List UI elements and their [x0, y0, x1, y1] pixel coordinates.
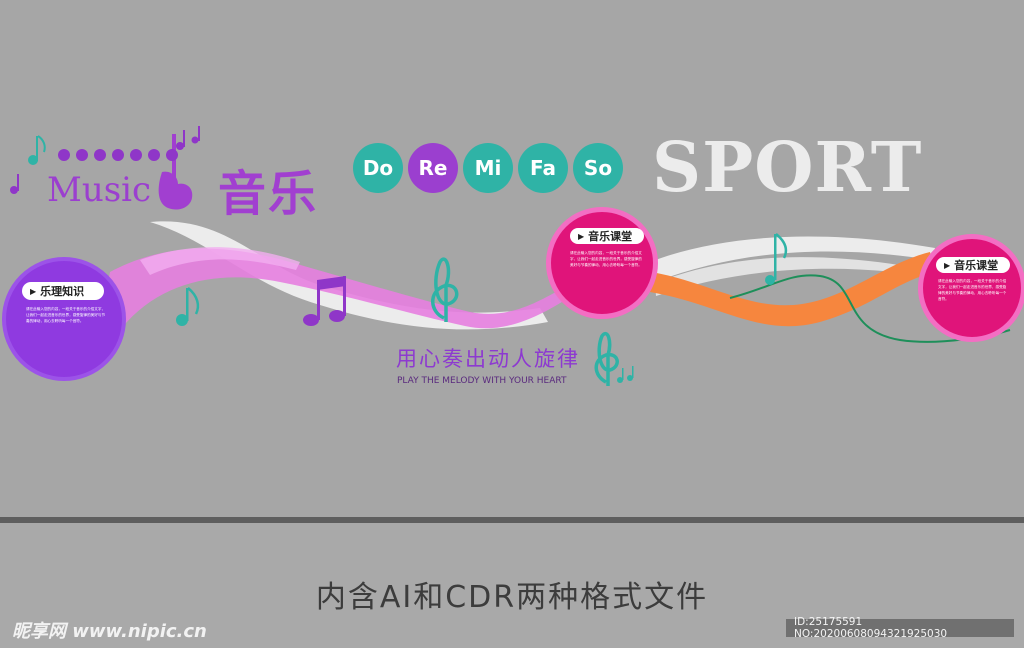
play-icon: ▶	[30, 286, 37, 296]
panel-class-right	[918, 234, 1024, 342]
panel-music-theory-title: ▶乐理知识	[22, 282, 104, 300]
slogan-english: PLAY THE MELODY WITH YOUR HEART	[397, 376, 567, 386]
panel-class-center	[546, 207, 658, 319]
play-icon: ▶	[944, 260, 951, 270]
solfege-fa: Fa	[518, 143, 568, 193]
note-icon	[176, 233, 788, 383]
pink-ribbon-highlight	[140, 247, 300, 275]
panel-class-right-text: 请在此输入您的内容，一段关于音乐的介绍文字，让我们一起走进音乐的世界，感受旋律的…	[938, 279, 1007, 301]
divider	[0, 517, 1024, 523]
slogan-chinese: 用心奏出动人旋律	[396, 347, 580, 371]
yinyue-title: 音乐	[218, 166, 319, 222]
music-word: Music	[47, 170, 152, 210]
panel-music-theory	[2, 257, 126, 381]
treble-clef-icon	[594, 332, 619, 386]
ribbon-artwork	[10, 126, 1011, 386]
watermark-left: 昵享网 www.nipic.cn	[12, 621, 207, 642]
panel-class-center-title: ▶音乐课堂	[570, 228, 644, 244]
guitar-icon	[158, 134, 193, 210]
sport-title: SPORT	[652, 128, 923, 208]
white-ribbon-right-2	[655, 257, 930, 296]
note-icon	[10, 126, 200, 194]
panel-music-theory-text: 请在此输入您的内容，一段关于音乐的介绍文字，让我们一起走进音乐的世界，感受旋律的…	[26, 307, 106, 323]
panel-class-center-text: 请在此输入您的内容，一段关于音乐的介绍文字，让我们一起走进音乐的世界，感受旋律的…	[570, 251, 642, 267]
white-ribbon-right	[650, 236, 935, 282]
panel-class-right-title: ▶音乐课堂	[936, 257, 1010, 273]
solfege-re: Re	[408, 143, 458, 193]
solfege-mi: Mi	[463, 143, 513, 193]
play-icon: ▶	[578, 231, 585, 241]
solfege-do: Do	[353, 143, 403, 193]
orange-ribbon	[650, 252, 935, 327]
treble-clef-icon	[431, 257, 459, 322]
note-icon	[28, 135, 46, 165]
dots-decoration	[58, 149, 178, 161]
watermark-right: ID:25175591 NO:20200608094321925030	[786, 616, 1014, 640]
format-note: 内含AI和CDR两种格式文件	[315, 580, 709, 615]
beamed-note-icon	[303, 276, 346, 326]
solfege-so: So	[573, 143, 623, 193]
pink-ribbon	[108, 248, 562, 330]
